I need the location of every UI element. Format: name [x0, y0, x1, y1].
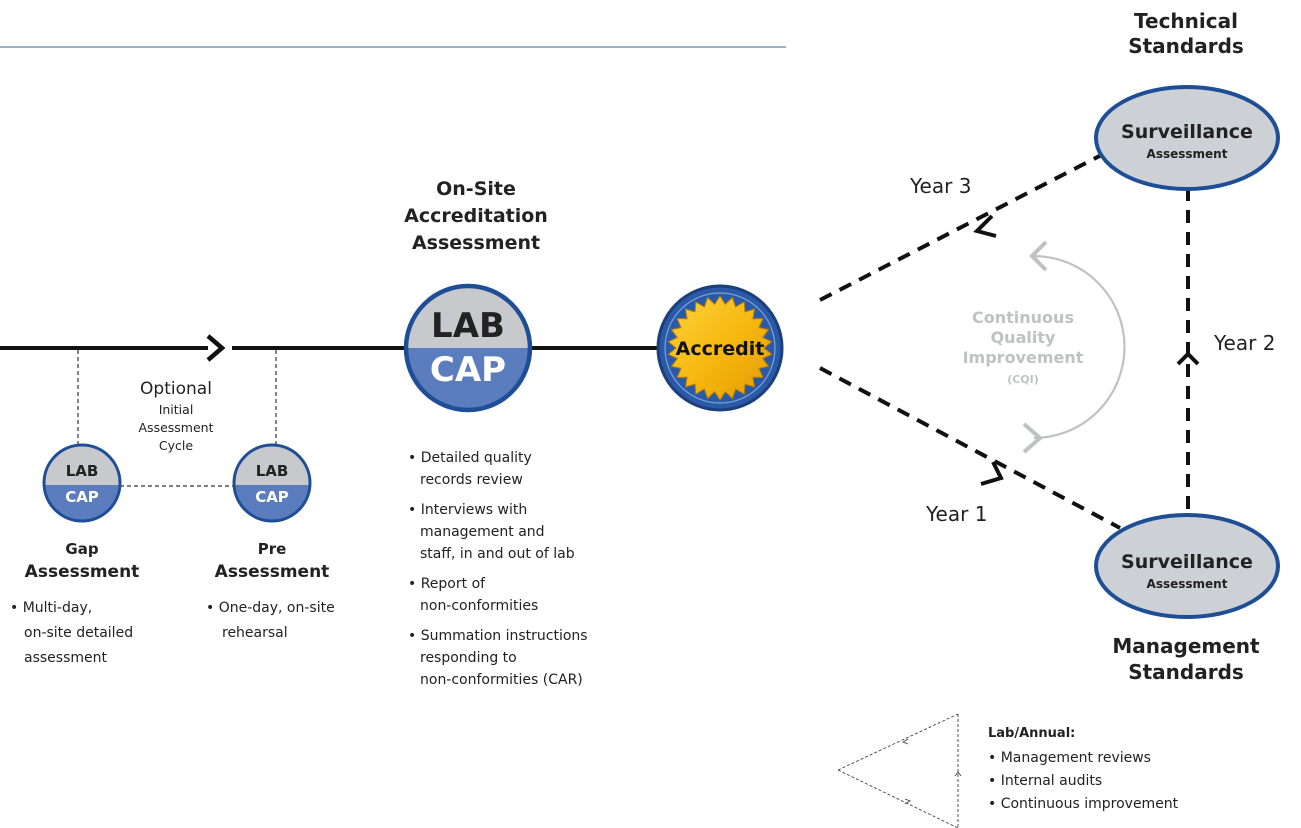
annual-heading: Lab/Annual:: [988, 726, 1075, 741]
onsite-badge-lab: LAB: [431, 306, 505, 346]
year1-label: Year 1: [925, 502, 987, 526]
gap-assessment-badge: LAB CAP: [42, 443, 122, 523]
onsite-bullet-3-cont: non-conformities: [420, 598, 538, 614]
cqi-label-line3: Improvement: [963, 348, 1084, 367]
timeline-arrow-icon: [206, 334, 226, 362]
onsite-bullet-2: • Interviews with: [408, 502, 527, 518]
management-standards-line1: Management: [1112, 634, 1260, 658]
year2-label: Year 2: [1213, 331, 1275, 355]
optional-label-line2: Initial: [159, 402, 194, 417]
optional-cycle-connectors: [77, 350, 277, 487]
surveillance-bottom-ellipse: Surveillance Assessment: [1094, 513, 1280, 619]
cqi-arrow-top-icon: [1029, 240, 1048, 272]
surveillance-bottom-label: Surveillance: [1121, 551, 1253, 573]
gap-bullet-3: assessment: [24, 650, 107, 666]
onsite-bullets: • Detailed quality records review • Inte…: [408, 450, 588, 688]
onsite-bullet-1: • Detailed quality: [408, 450, 532, 466]
onsite-title-line2: Accreditation: [404, 205, 548, 227]
optional-label-line3: Assessment: [139, 420, 214, 435]
onsite-bullet-4: • Summation instructions: [408, 628, 588, 644]
cqi-label-line1: Continuous: [972, 308, 1074, 327]
pre-bullets: • One-day, on-site rehearsal: [206, 600, 335, 641]
year3-arrow-icon: [973, 214, 997, 238]
gap-bullet-1: • Multi-day,: [10, 600, 92, 616]
year2-arrow-icon: [1176, 351, 1200, 366]
accredit-label: Accredit: [676, 338, 765, 360]
accredit-seal: Accredit: [656, 284, 784, 412]
surveillance-top-ellipse: Surveillance Assessment: [1094, 85, 1280, 191]
pre-bullet-2: rehearsal: [222, 625, 288, 641]
optional-label: Optional: [140, 379, 212, 399]
onsite-bullet-3: • Report of: [408, 576, 486, 592]
gap-title-line2: Assessment: [25, 562, 140, 582]
cqi-loop: Continuous Quality Improvement (CQI): [950, 240, 1126, 454]
cqi-label-line4: (CQI): [1007, 373, 1039, 386]
timeline: [0, 334, 662, 362]
gap-bullet-2: on-site detailed: [24, 625, 133, 641]
onsite-bullet-1-cont: records review: [420, 472, 523, 488]
gap-bullets: • Multi-day, on-site detailed assessment: [10, 600, 133, 666]
technical-standards-line2: Standards: [1128, 34, 1244, 58]
year1-arrow-icon: [980, 461, 1004, 486]
optional-label-line4: Cycle: [159, 438, 193, 453]
pre-badge-cap: CAP: [255, 488, 289, 506]
annual-item-1: • Management reviews: [988, 750, 1151, 766]
pre-bullet-1: • One-day, on-site: [206, 600, 335, 616]
surveillance-top-label: Surveillance: [1121, 121, 1253, 143]
year3-label: Year 3: [909, 174, 971, 198]
onsite-bullet-2-cont: management and: [420, 524, 545, 540]
gap-title-line1: Gap: [65, 540, 98, 558]
onsite-bullet-4-cont2: non-conformities (CAR): [420, 672, 583, 688]
annual-mini-cycle-icon: [837, 713, 962, 828]
management-standards-line2: Standards: [1128, 660, 1244, 684]
onsite-bullet-2-cont2: staff, in and out of lab: [420, 546, 575, 562]
gap-badge-lab: LAB: [66, 462, 99, 480]
annual-item-3: • Continuous improvement: [988, 796, 1179, 812]
onsite-bullet-4-cont: responding to: [420, 650, 517, 666]
pre-badge-lab: LAB: [256, 462, 289, 480]
cqi-arrow-bottom-icon: [1022, 422, 1044, 454]
surveillance-top-sublabel: Assessment: [1147, 147, 1228, 161]
optional-cycle-label: Optional Initial Assessment Cycle: [139, 379, 214, 453]
annual-list: Lab/Annual: • Management reviews • Inter…: [988, 726, 1179, 812]
gap-badge-cap: CAP: [65, 488, 99, 506]
onsite-badge: LAB CAP: [403, 283, 533, 413]
pre-assessment-badge: LAB CAP: [232, 443, 312, 523]
cqi-label-line2: Quality: [991, 328, 1056, 347]
onsite-title-line1: On-Site: [436, 178, 516, 200]
pre-title-line2: Assessment: [215, 562, 330, 582]
pre-title-line1: Pre: [258, 540, 287, 558]
annual-item-2: • Internal audits: [988, 773, 1102, 789]
technical-standards-line1: Technical: [1134, 9, 1238, 33]
onsite-title-line3: Assessment: [412, 232, 540, 254]
surveillance-bottom-sublabel: Assessment: [1147, 577, 1228, 591]
onsite-badge-cap: CAP: [430, 350, 506, 390]
onsite-title: On-Site Accreditation Assessment: [404, 178, 548, 254]
